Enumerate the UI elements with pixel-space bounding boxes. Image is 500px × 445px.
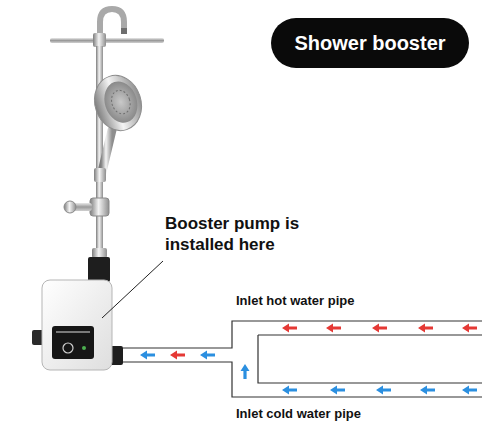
flow-arrow	[241, 364, 250, 379]
title-text: Shower booster	[294, 32, 445, 55]
panel-marks	[56, 331, 90, 333]
title-pill: Shower booster	[271, 18, 469, 68]
pole-base	[92, 248, 107, 258]
slider-knob	[64, 201, 76, 213]
pipes	[123, 321, 482, 397]
pipe-wall	[123, 362, 482, 397]
flow-arrow	[420, 386, 435, 395]
head-face	[99, 77, 142, 127]
pipe-label: Inlet cold water pipe	[236, 406, 456, 422]
head-holder	[94, 168, 106, 182]
rain-head	[50, 38, 164, 43]
slider-bracket	[90, 198, 109, 216]
hand-shower-head	[87, 69, 148, 136]
flow-arrow	[462, 386, 477, 395]
spout-tip	[121, 28, 127, 34]
pump-panel	[52, 326, 94, 359]
flow-arrows	[140, 324, 477, 395]
flow-arrow	[418, 324, 433, 333]
callout-label: Booster pump is installed here	[165, 213, 330, 255]
flow-arrow	[372, 324, 387, 333]
pump-button	[63, 343, 73, 353]
flow-arrow	[376, 386, 391, 395]
pipe-wall	[258, 335, 482, 383]
head-joint	[93, 33, 106, 47]
flow-arrow	[330, 386, 345, 395]
booster-pump	[32, 280, 123, 370]
flow-arrow	[140, 351, 155, 360]
pump-body	[42, 280, 112, 370]
flow-arrow	[326, 324, 341, 333]
shower-assembly	[50, 9, 164, 282]
pump-inlet-fitting	[88, 257, 110, 282]
pump-led	[82, 346, 86, 350]
pipe-label: Inlet hot water pipe	[236, 293, 456, 309]
leader-line	[102, 261, 163, 318]
head-rim	[87, 69, 148, 136]
flow-arrow	[170, 351, 185, 360]
head-nozzles	[109, 88, 134, 116]
flow-arrow	[462, 324, 477, 333]
flow-arrow	[282, 386, 297, 395]
flow-arrow	[200, 351, 215, 360]
flow-arrow	[282, 324, 297, 333]
shower-pole	[96, 46, 103, 252]
